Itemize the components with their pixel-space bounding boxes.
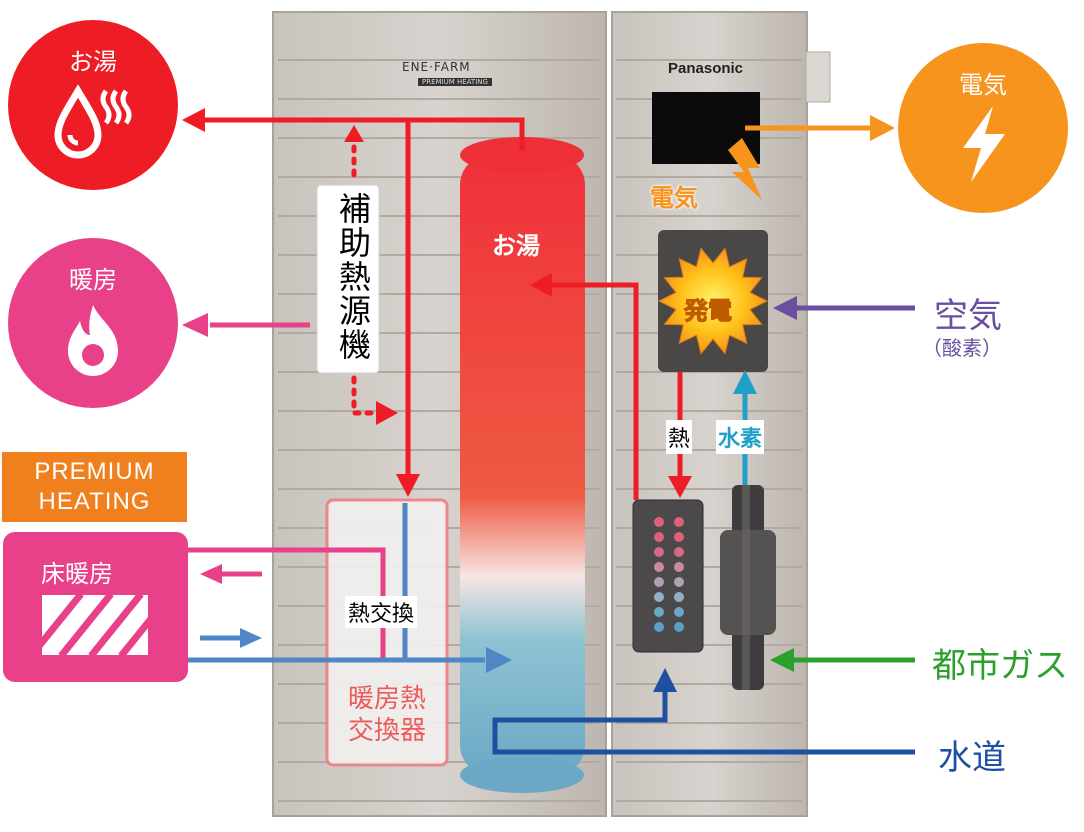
city-gas-label: 都市ガス — [932, 646, 1068, 686]
hot-water-drop-icon — [54, 84, 132, 159]
heat-unit-dot — [674, 622, 684, 632]
floor-heating-label: 床暖房 — [41, 560, 113, 588]
heat-unit-dot — [654, 532, 664, 542]
premium-line1: PREMIUM — [34, 458, 155, 485]
heat-unit-dot — [674, 607, 684, 617]
premium-heating-badge: PREMIUM HEATING — [2, 452, 187, 522]
heat-recovery-unit — [632, 499, 704, 653]
electricity-gen-label: 電気 — [650, 184, 698, 212]
lightning-icon — [963, 106, 1005, 182]
heating-label: 暖房 — [69, 266, 117, 294]
hot-water-label: お湯 — [69, 48, 117, 76]
reformer-unit — [720, 485, 776, 690]
power-burst-icon — [657, 247, 769, 355]
hot-water-output: お湯 — [8, 20, 178, 190]
hydrogen-label: 水素 — [716, 420, 765, 454]
heat-unit-dot — [654, 622, 664, 632]
heating-heat-exchanger-text: 暖房熱交換器 — [347, 684, 426, 746]
flame-icon — [68, 305, 118, 376]
floor-heating-icon — [41, 594, 149, 656]
heat-unit-dot — [674, 562, 684, 572]
electricity-bolt-icon — [728, 138, 762, 200]
premium-line2: HEATING — [38, 488, 151, 515]
heat-unit-dot — [674, 547, 684, 557]
heat-unit-dot — [654, 607, 664, 617]
heat-unit-dot — [674, 592, 684, 602]
tank-hot-water-label: お湯 — [492, 232, 540, 260]
heating-out-arrow — [182, 313, 208, 337]
air-sub-label: （酸素） — [922, 336, 1002, 360]
heat-unit-dot — [654, 517, 664, 527]
heat-unit-dot — [654, 592, 664, 602]
electricity-label: 電気 — [959, 71, 1007, 99]
heat-exchange-label: 熱交換 — [345, 596, 418, 628]
electricity-output: 電気 — [898, 43, 1068, 213]
heating-heat-exchanger-box — [325, 498, 449, 767]
power-generation-label: 発電 — [684, 297, 733, 326]
heat-unit-dot — [674, 517, 684, 527]
panasonic-logo: Panasonic — [668, 60, 744, 77]
water-supply-label: 水道 — [938, 738, 1006, 778]
premium-heating-sublogo: PREMIUM HEATING — [418, 78, 492, 86]
heating-output: 暖房 — [8, 238, 178, 408]
hot-water-out-arrow — [182, 108, 205, 132]
heat-unit-dot — [654, 562, 664, 572]
heat-unit-dot — [654, 547, 664, 557]
floor-heating-box: 床暖房 — [3, 532, 188, 682]
heat-unit-dot — [674, 577, 684, 587]
heat-label: 熱 — [666, 420, 693, 454]
enefarm-logo: ENE·FARM — [402, 60, 471, 74]
heat-unit-dot — [674, 532, 684, 542]
heating-heat-exchanger-label: 暖房熱交換器 — [333, 683, 441, 747]
air-label: 空気 — [934, 296, 1002, 336]
aux-heat-source-label: 補助熱源機 — [334, 192, 372, 362]
heat-unit-dot — [654, 577, 664, 587]
aux-heat-source-box — [316, 184, 380, 374]
hot-water-tank — [460, 137, 585, 793]
